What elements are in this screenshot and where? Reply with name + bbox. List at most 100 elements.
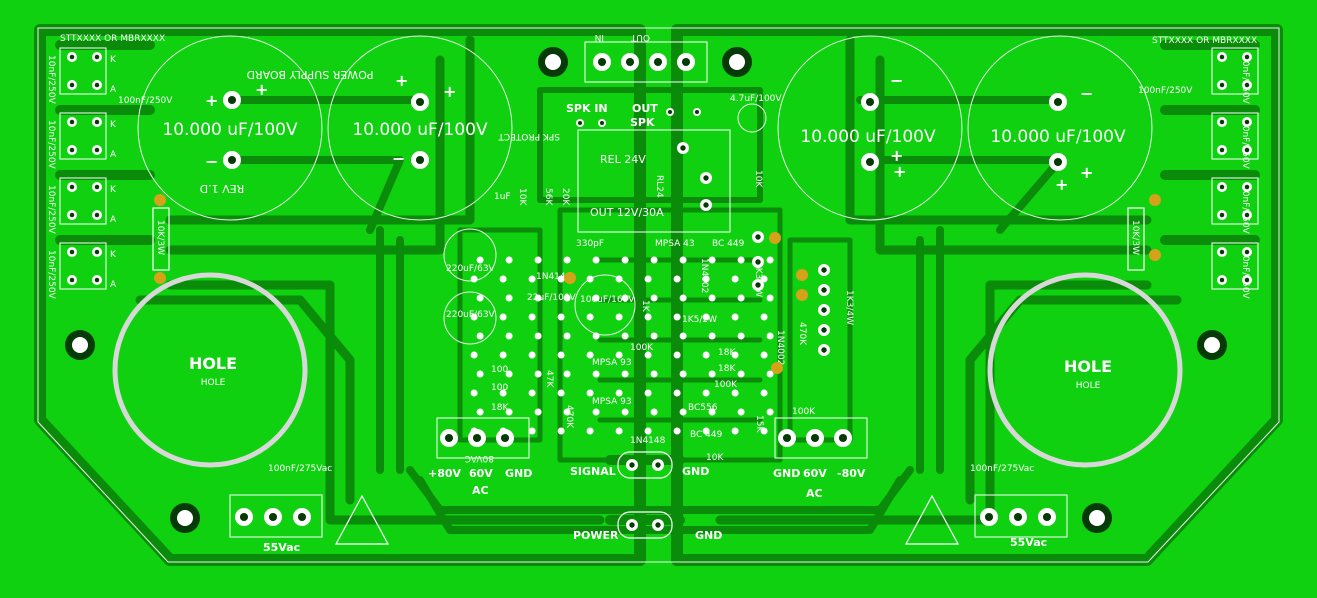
gold-pad — [1149, 249, 1161, 261]
transistor-bc449-label: BC 449 — [712, 239, 745, 249]
component-pad — [586, 389, 594, 397]
component-pad — [731, 275, 739, 283]
component-pad — [505, 370, 513, 378]
spk-in-label: SPK IN — [566, 102, 608, 115]
terminal-gnd-label-right: GND — [773, 467, 800, 480]
res-label: 18K — [491, 403, 509, 413]
solder-pad-hole — [578, 121, 582, 125]
plus-mark: + — [1055, 175, 1068, 194]
solder-pads — [65, 47, 1252, 533]
solder-pad-hole — [1219, 82, 1225, 88]
res-label: 18K — [718, 364, 736, 374]
solder-pad-hole — [69, 184, 75, 190]
transistor-mpsa93-label: MPSA 93 — [592, 358, 632, 368]
cap-330pf-label: 330pF — [576, 239, 604, 249]
component-pad — [563, 256, 571, 264]
filter-capacitor-1 — [137, 35, 323, 221]
relay-outline — [577, 129, 731, 233]
component-pad — [505, 332, 513, 340]
solder-pad-hole — [821, 267, 827, 273]
plus-mark: + — [395, 71, 408, 90]
cap-47uf-outline — [737, 103, 767, 133]
diode-cap-label: 10nF/250V — [46, 55, 56, 105]
solder-pad-hole — [227, 155, 237, 165]
plus-mark: + — [893, 162, 906, 181]
component-pad — [470, 313, 478, 321]
component-pad — [766, 256, 774, 264]
solder-pad-hole — [69, 249, 75, 255]
res-label: 100 — [491, 383, 508, 393]
component-pad — [644, 427, 652, 435]
res-label: 47K — [544, 370, 554, 388]
component-pad — [534, 370, 542, 378]
ac-cap-label-left: 100nF/275Vac — [268, 464, 332, 474]
relay-contacts-label: OUT 12V/30A — [590, 206, 664, 219]
mounting-hole-ring — [729, 54, 745, 70]
solder-pad-hole — [680, 145, 686, 151]
component-pad — [621, 370, 629, 378]
board-title: POWER SUPPLY BOARD — [247, 68, 374, 81]
bleeder-resistor-left — [152, 207, 170, 271]
solder-pad-hole — [821, 287, 827, 293]
relay-coil-label: REL 24V — [600, 153, 646, 166]
component-pad — [476, 408, 484, 416]
hole-label-left: HOLE — [189, 354, 237, 373]
solder-pad-hole — [69, 54, 75, 60]
mounting-hole-ring — [545, 54, 561, 70]
component-pad — [528, 313, 536, 321]
fuse-label: 80VAC — [465, 453, 494, 463]
solder-pad-hole — [703, 202, 709, 208]
solder-pad-hole — [227, 95, 237, 105]
solder-pad-hole — [1244, 212, 1250, 218]
minus-mark: − — [890, 71, 903, 90]
solder-pad-hole — [1013, 512, 1023, 522]
mounting-hole-left — [112, 272, 308, 468]
solder-pad-hole — [821, 327, 827, 333]
solder-pad-hole — [69, 277, 75, 283]
solder-pad-hole — [297, 512, 307, 522]
component-pad — [737, 256, 745, 264]
solder-pad-hole — [94, 184, 100, 190]
res-label: 56K — [543, 188, 553, 206]
diode-1n4002-label: 1N4002 — [775, 330, 785, 365]
res-label: 100K — [792, 407, 816, 417]
gold-pad — [771, 362, 783, 374]
component-pad — [563, 370, 571, 378]
diode-column-right: 10nF/250V 10nF/250V 10nF/250V 10nF/250V … — [1138, 47, 1259, 300]
component-pad — [679, 332, 687, 340]
cap-value-2: 10.000 uF/100V — [352, 120, 488, 140]
solder-pad-hole — [755, 259, 761, 265]
hole-sublabel-left: HOLE — [201, 378, 226, 388]
solder-pad-hole — [1219, 249, 1225, 255]
component-pad — [534, 256, 542, 264]
ac-terminal-left — [229, 494, 323, 538]
component-pad — [528, 351, 536, 359]
solder-pad-hole — [1219, 119, 1225, 125]
warning-triangle-right — [904, 494, 960, 545]
component-pad — [563, 332, 571, 340]
mounting-hole-ring — [1204, 337, 1220, 353]
component-pad — [731, 313, 739, 321]
solder-pad-hole — [1219, 147, 1225, 153]
component-pad — [702, 351, 710, 359]
solder-pad-hole — [94, 277, 100, 283]
res-label: 10K — [706, 453, 724, 463]
component-pad — [731, 389, 739, 397]
gold-pad — [564, 272, 576, 284]
component-pad — [673, 275, 681, 283]
solder-pad-hole — [500, 433, 510, 443]
power-terminal-left — [436, 417, 530, 459]
component-pad — [708, 294, 716, 302]
cathode-label: K — [110, 55, 117, 65]
component-pad — [731, 427, 739, 435]
terminal-80v-label: +80V — [428, 467, 462, 480]
component-pad — [476, 294, 484, 302]
solder-pad-hole — [268, 512, 278, 522]
cap-47uf-label: 4.7uF/100V — [730, 94, 782, 104]
solder-pad-hole — [1244, 249, 1250, 255]
bleeder-resistor-label: 10K/3W — [155, 220, 165, 255]
signal-bridge — [617, 451, 673, 479]
component-pad — [499, 275, 507, 283]
res-label: 10K — [517, 188, 527, 206]
cap-220uf-label-2: 220uF/63V — [446, 310, 496, 320]
